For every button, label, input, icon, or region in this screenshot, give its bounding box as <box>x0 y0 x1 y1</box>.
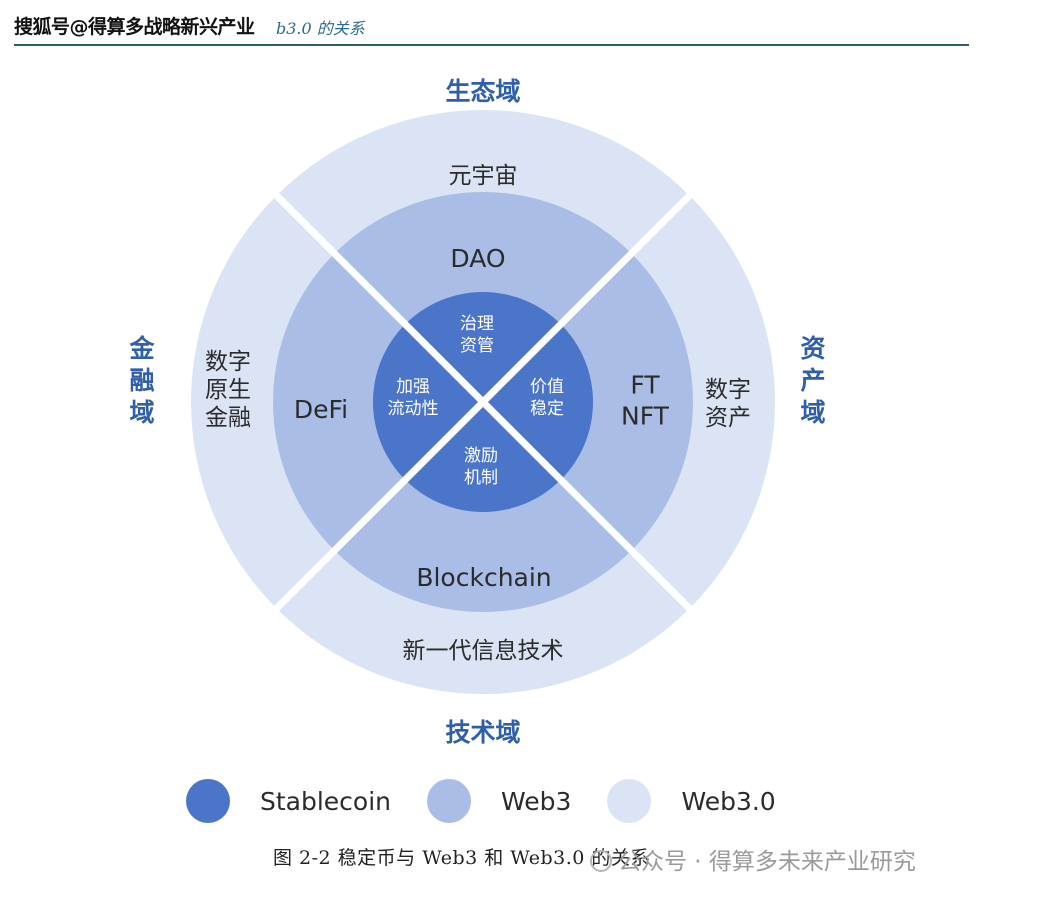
legend-swatch-web3 <box>427 779 472 823</box>
legend-item: Web3.0 <box>607 779 776 823</box>
middle-label-dao: DAO <box>450 244 505 273</box>
document-header: b3.0 的关系 搜狐号@得算多战略新兴产业 <box>14 8 969 46</box>
text-line: 治理 <box>460 314 494 334</box>
text-line: 流动性 <box>388 399 439 419</box>
text-line: FT <box>630 370 660 399</box>
legend: Stablecoin Web3 Web3.0 <box>186 776 812 826</box>
legend-label-web3: Web3 <box>501 786 572 816</box>
divider-line-diagonal-2 <box>270 189 696 615</box>
domain-label-finance: 金融域 <box>128 334 155 427</box>
text-line: 金 <box>128 334 155 363</box>
figure-caption: 图 2-2 稳定币与 Web3 和 Web3.0 的关系 <box>273 847 650 869</box>
header-title-fragment: b3.0 的关系 <box>276 19 365 38</box>
legend-item: Stablecoin <box>186 779 391 823</box>
legend-swatch-web3-0 <box>607 779 652 823</box>
source-watermark: 搜狐号@得算多战略新兴产业 <box>14 16 255 38</box>
text-line: 资 <box>800 334 825 363</box>
wechat-logo-icon <box>590 849 612 872</box>
legend-label-web3-0: Web3.0 <box>681 786 776 816</box>
legend-swatch-stablecoin <box>186 779 230 823</box>
domain-label-tech: 技术域 <box>445 718 520 747</box>
text-line: 金融 <box>205 405 251 431</box>
text-line: NFT <box>621 401 670 430</box>
text-line: 域 <box>800 398 825 427</box>
text-line: 原生 <box>205 377 251 403</box>
text-line: 加强 <box>396 377 430 397</box>
text-line: 资产 <box>705 405 751 431</box>
wechat-watermark-text: 公众号 · 得算多未来产业研究 <box>618 849 916 875</box>
domain-label-ecology: 生态域 <box>445 77 520 106</box>
text-line: 域 <box>129 398 154 427</box>
text-line: 价值 <box>530 377 564 397</box>
domain-label-asset: 资产域 <box>800 334 825 427</box>
text-line: 融 <box>129 366 154 395</box>
text-line: 产 <box>800 366 825 395</box>
text-line: 资管 <box>460 336 494 356</box>
legend-label-stablecoin: Stablecoin <box>260 786 392 816</box>
middle-label-blockchain: Blockchain <box>416 563 551 592</box>
text-line: 稳定 <box>530 399 564 419</box>
legend-item: Web3 <box>427 779 571 823</box>
outer-label-metaverse: 元宇宙 <box>449 163 518 189</box>
text-line: 数字 <box>705 377 751 403</box>
text-line: 机制 <box>464 468 498 488</box>
text-line: 数字 <box>205 349 251 375</box>
middle-label-defi: DeFi <box>294 395 348 424</box>
wechat-watermark: 公众号 · 得算多未来产业研究 <box>590 842 916 876</box>
outer-label-next-gen-it: 新一代信息技术 <box>403 638 564 664</box>
text-line: 激励 <box>464 446 498 466</box>
